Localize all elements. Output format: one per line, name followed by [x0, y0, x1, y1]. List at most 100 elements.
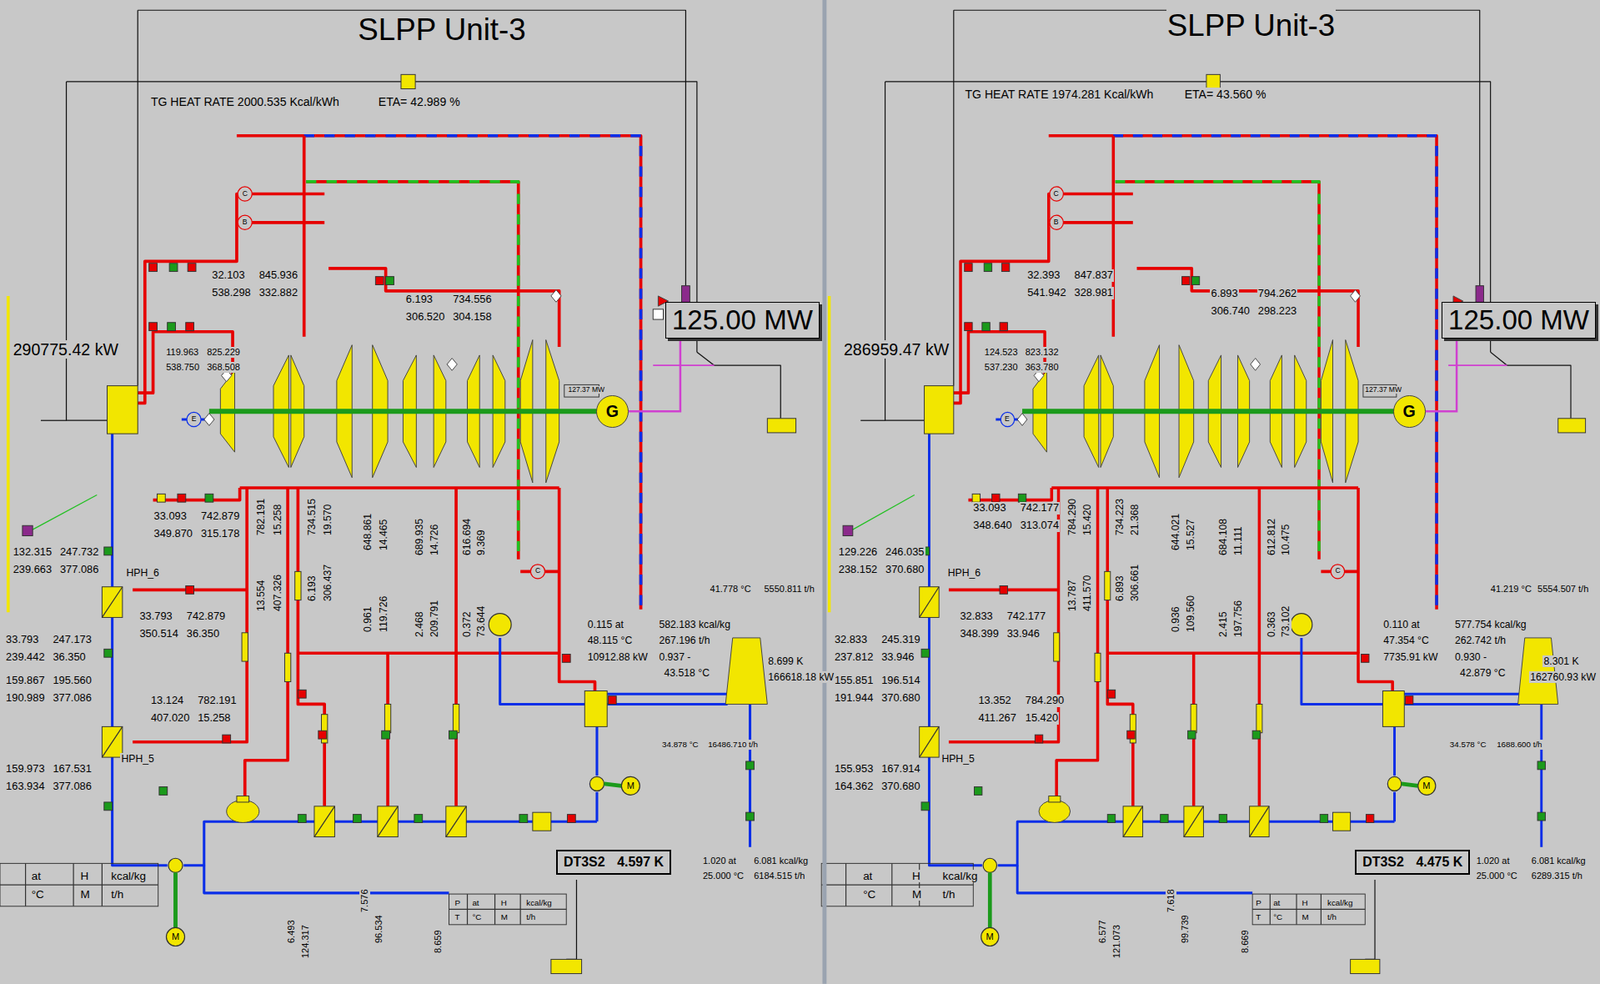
value-cell: 407.020 — [150, 712, 191, 725]
value-cell: 784.290 — [1024, 694, 1065, 708]
table-rule — [466, 893, 468, 925]
flow-value: 99.739 — [1179, 913, 1191, 944]
extraction-value: 306.661 — [1128, 563, 1141, 602]
legend-table — [448, 893, 567, 925]
flow-value: 6.493 — [285, 919, 297, 945]
heater-mark — [101, 726, 122, 758]
mixed-line — [304, 135, 642, 610]
valve-diamond — [204, 413, 215, 427]
diagram-title: SLPP Unit-3 — [356, 12, 527, 48]
table-rule — [0, 883, 159, 885]
efficiency: ETA= 42.989 % — [377, 95, 462, 109]
valve-square — [921, 802, 929, 811]
boiler-symbol — [924, 386, 954, 435]
valve-square — [566, 814, 576, 823]
controller-block — [401, 74, 416, 89]
heater-mark — [377, 806, 398, 838]
control-line — [566, 879, 577, 959]
valve-square — [1361, 653, 1370, 663]
flow-value: 7.576 — [359, 888, 371, 914]
valve-square — [149, 322, 158, 332]
table-cell: °C — [30, 887, 46, 901]
pipe-line — [1137, 268, 1360, 347]
valve-square — [1018, 493, 1026, 502]
value-cell: 237.812 — [833, 651, 874, 664]
indicator-box: DT3S24.475 K — [1354, 849, 1470, 874]
cooling-value: 8.301 K — [1542, 655, 1580, 668]
heat-input: 286959.47 kW — [842, 340, 950, 360]
heater-mark — [446, 806, 467, 838]
value-cell: 13.352 — [977, 694, 1012, 708]
turbine-shaft — [1022, 408, 1395, 414]
valve-square — [746, 812, 755, 821]
valve-letter: C — [242, 190, 248, 199]
valve-square — [964, 322, 973, 332]
signal-line — [850, 495, 914, 532]
pipe-line — [302, 135, 306, 337]
valve-square — [1191, 276, 1199, 286]
valve-letter: C — [1334, 566, 1340, 576]
table-rule — [891, 862, 893, 906]
value-cell: 33.946 — [880, 651, 915, 664]
valve-letter: E — [191, 415, 197, 424]
value-cell: 15.258 — [196, 712, 231, 725]
cooling-value: 41.219 °C — [1489, 583, 1533, 595]
table-cell: at — [1272, 897, 1281, 908]
condenser-value: 0.115 at — [586, 618, 625, 631]
table-cell: M — [79, 887, 91, 901]
control-line — [860, 420, 885, 422]
value-cell: 537.230 — [983, 361, 1019, 373]
heater-symbol — [1123, 806, 1143, 838]
table-cell: T — [454, 912, 462, 922]
value-cell: 167.531 — [51, 762, 92, 776]
condenser-value: 577.754 kcal/kg — [1454, 618, 1528, 631]
heat-rate: TG HEAT RATE 1974.281 Kcal/kWh — [964, 87, 1155, 101]
valve-diamond — [446, 358, 457, 372]
cooling-value: 1688.600 t/h — [1495, 739, 1543, 749]
valve-diamond — [1017, 413, 1028, 427]
value-cell: 377.086 — [51, 692, 92, 705]
value-cell: 734.556 — [451, 293, 492, 306]
table-cell: °C — [1272, 912, 1284, 922]
flow-value: 8.659 — [432, 929, 444, 955]
control-line — [66, 81, 108, 421]
pipe-line — [297, 487, 325, 807]
valve-letter: B — [242, 218, 248, 227]
table-cell: t/h — [525, 912, 537, 922]
valve-square — [381, 730, 391, 739]
cooling-water-value: 1.020 at — [1475, 855, 1511, 867]
pipe-line — [606, 692, 728, 696]
value-cell: 238.152 — [837, 563, 878, 577]
valve-circle — [1330, 564, 1345, 579]
extraction-value: 109.560 — [1184, 594, 1197, 633]
value-cell: 15.420 — [1024, 712, 1059, 725]
diagram-title: SLPP Unit-3 — [1166, 8, 1336, 44]
value-cell: 124.523 — [983, 346, 1019, 358]
motor-letter: M — [626, 780, 635, 792]
valve-diamond — [1250, 358, 1261, 372]
value-cell: 6.193 — [405, 293, 434, 306]
value-cell: 298.223 — [1257, 305, 1298, 318]
valve-square — [973, 787, 982, 796]
valve-square — [999, 322, 1008, 332]
pipe-line — [748, 703, 752, 847]
heater-symbol — [101, 586, 122, 618]
extraction-value: 0.363 — [1265, 610, 1278, 638]
table-cell: at — [471, 897, 480, 908]
condenser-value: 0.930 - — [1454, 651, 1488, 663]
mixed-line — [305, 181, 519, 560]
value-cell: 782.191 — [196, 694, 237, 708]
condenser-value: 7735.91 kW — [1382, 651, 1439, 663]
value-cell: 742.879 — [200, 510, 241, 523]
pipe-line — [1017, 865, 1253, 893]
motor-symbol — [1418, 776, 1436, 795]
extraction-value: 0.961 — [361, 605, 374, 633]
value-cell: 32.393 — [1026, 269, 1061, 282]
valve-square — [607, 696, 617, 705]
table-cell: H — [1300, 897, 1309, 908]
valve-square — [1160, 814, 1169, 823]
table-cell: H — [911, 869, 922, 883]
motor-symbol — [981, 927, 999, 946]
valve-square — [167, 322, 176, 332]
extraction-value: 15.258 — [271, 502, 284, 536]
